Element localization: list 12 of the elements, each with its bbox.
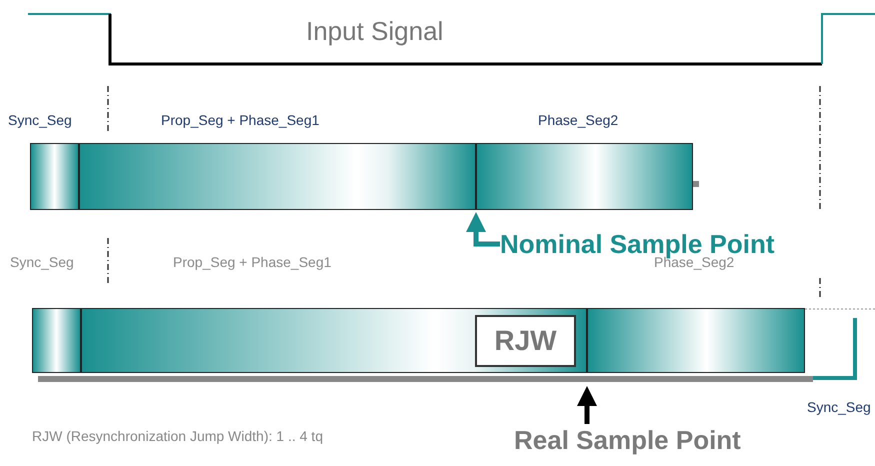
- arrow: [577, 386, 597, 424]
- arrow: [466, 212, 500, 246]
- sample-point-label: Real Sample Point: [514, 424, 741, 456]
- note-text: RJW (Resynchronization Jump Width): 1 .. 4 tq: [32, 428, 323, 444]
- signal-title: Input Signal: [306, 16, 444, 47]
- segment-label: Prop_Seg + Phase_Seg1: [173, 254, 332, 270]
- segment-label: Sync_Seg: [10, 254, 74, 270]
- segment-label: Phase_Seg2: [538, 112, 618, 128]
- segment-label: Sync_Seg: [8, 112, 72, 128]
- segment-label: Sync_Seg: [807, 399, 871, 415]
- rjw-box: RJW: [475, 315, 576, 367]
- segment-label: Prop_Seg + Phase_Seg1: [161, 112, 320, 128]
